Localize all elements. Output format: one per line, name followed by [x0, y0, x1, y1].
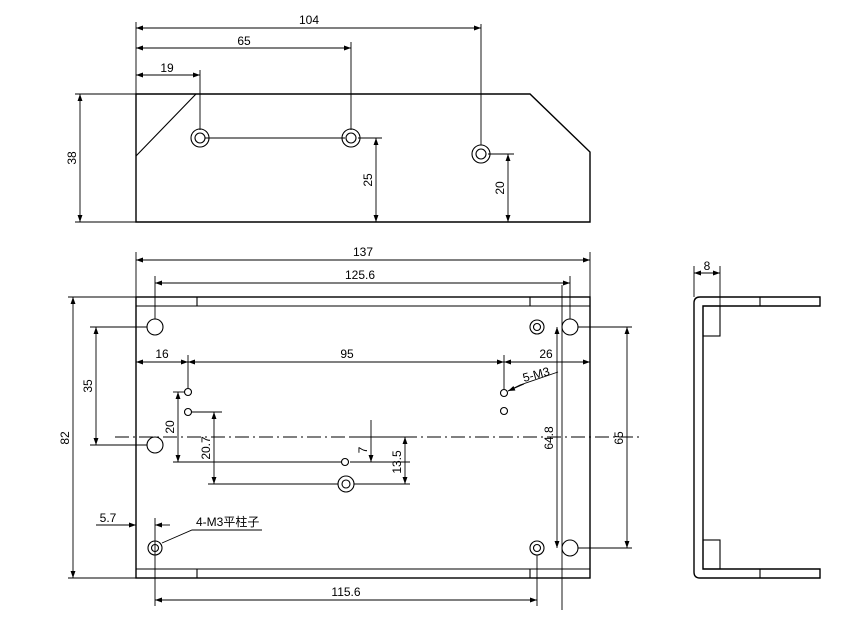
- m3-hole-2: [183, 407, 193, 417]
- side-view: 8: [693, 259, 821, 579]
- dim-115-6-label: 115.6: [331, 585, 360, 599]
- front-view-outline: [135, 296, 591, 579]
- m3-hole-4: [499, 388, 509, 398]
- m3-hole-1: [183, 387, 193, 397]
- standoff-top-right: [529, 319, 545, 335]
- side-tab-bottom: [702, 539, 721, 570]
- dim-20-front-label: 20: [163, 420, 177, 434]
- note-4-m3-standoff: 4-M3平柱子: [196, 514, 259, 529]
- top-view-chamfer: [135, 93, 197, 157]
- dim-95-label: 95: [340, 347, 354, 361]
- leader-4-m3-standoff: [161, 529, 262, 544]
- standoff-center: [337, 475, 355, 493]
- dim-19-label: 19: [160, 61, 174, 75]
- top-hole-3: [471, 144, 491, 164]
- dim-16-label: 16: [155, 347, 169, 361]
- mount-hole-bottom-right: [561, 539, 579, 557]
- note-5-m3: 5-M3: [521, 364, 551, 385]
- dim-38-label: 38: [65, 151, 79, 165]
- dim-65-front-label: 65: [612, 431, 626, 445]
- side-tab-top: [702, 305, 721, 337]
- standoff-bottom-right: [529, 540, 545, 556]
- m3-hole-5: [499, 406, 509, 416]
- dim-20-7-label: 20.7: [199, 436, 213, 460]
- side-view-outline: [693, 296, 821, 579]
- dim-137-label: 137: [353, 245, 373, 259]
- dim-13-5-label: 13.5: [390, 450, 404, 474]
- top-view: 104 65 19 38 25 20: [65, 13, 591, 223]
- dim-64-8-label: 64.8: [542, 426, 556, 450]
- dim-8-label: 8: [704, 259, 711, 273]
- mount-hole-top-left: [146, 318, 164, 336]
- dim-35-label: 35: [81, 379, 95, 393]
- dim-125-6-label: 125.6: [345, 268, 375, 282]
- dim-65-top-label: 65: [237, 34, 251, 48]
- front-view: 137 125.6 16 95 26 35 82 20 20.7 7 13.5 …: [58, 245, 640, 610]
- mount-hole-top-right: [561, 318, 579, 336]
- m3-hole-3: [340, 457, 350, 467]
- dim-25-label: 25: [361, 173, 375, 187]
- dim-26-label: 26: [539, 347, 553, 361]
- mount-hole-mid-left: [146, 436, 164, 454]
- top-view-outline: [135, 93, 591, 223]
- dim-20-top-label: 20: [493, 181, 507, 195]
- dim-82-label: 82: [58, 431, 72, 445]
- dim-5-7-label: 5.7: [100, 511, 117, 525]
- dim-7-label: 7: [356, 446, 370, 453]
- dim-104-label: 104: [299, 13, 319, 27]
